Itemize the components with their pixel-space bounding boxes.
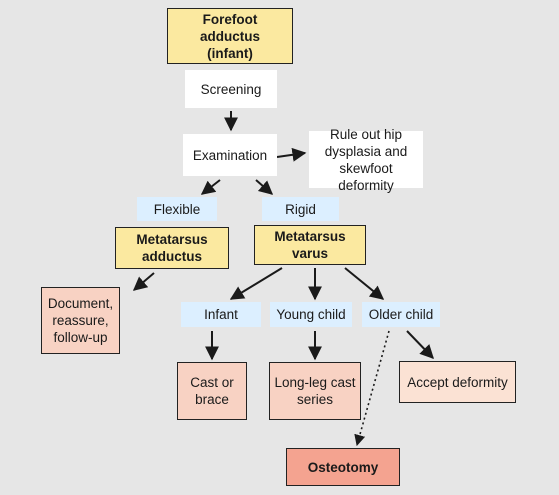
node-older-child: Older child xyxy=(362,302,440,327)
node-accept-deformity: Accept deformity xyxy=(399,361,516,403)
node-osteotomy-label: Osteotomy xyxy=(307,459,379,475)
node-examination: Examination xyxy=(183,134,277,176)
node-examination-label: Examination xyxy=(192,147,268,163)
arrow-examination-to-rigid xyxy=(255,179,274,195)
node-document: Document,reassure,follow-up xyxy=(41,287,120,354)
arrow-met-varus-to-older xyxy=(344,267,385,300)
node-older-child-label: Older child xyxy=(368,307,434,322)
node-infant: Infant xyxy=(181,302,261,327)
node-accept-deformity-label: Accept deformity xyxy=(407,374,508,390)
node-flexible-label: Flexible xyxy=(153,201,201,217)
arrow-met-adductus-to-document xyxy=(132,272,155,291)
node-document-label: Document,reassure,follow-up xyxy=(47,296,114,345)
arrow-examination-to-ruleout xyxy=(276,147,307,162)
node-young-child-label: Young child xyxy=(276,307,346,322)
node-flexible: Flexible xyxy=(137,197,217,221)
arrow-met-varus-to-infant xyxy=(229,267,283,300)
node-forefoot-adductus-label: Forefoot adductus(infant) xyxy=(199,11,260,61)
node-metatarsus-varus: Metatarsus varus xyxy=(254,225,366,265)
node-screening: Screening xyxy=(185,70,277,108)
node-forefoot-adductus: Forefoot adductus(infant) xyxy=(167,8,293,64)
node-young-child: Young child xyxy=(270,302,352,327)
node-screening-label: Screening xyxy=(200,81,262,97)
arrow-older-to-accept xyxy=(406,330,434,360)
node-rigid-label: Rigid xyxy=(285,201,316,217)
node-metatarsus-varus-label: Metatarsus varus xyxy=(274,229,346,261)
node-rigid: Rigid xyxy=(262,197,339,221)
node-infant-label: Infant xyxy=(204,307,238,322)
node-osteotomy: Osteotomy xyxy=(286,448,400,486)
arrow-examination-to-flexible xyxy=(200,179,221,195)
arrow-older-to-osteotomy xyxy=(354,330,390,447)
